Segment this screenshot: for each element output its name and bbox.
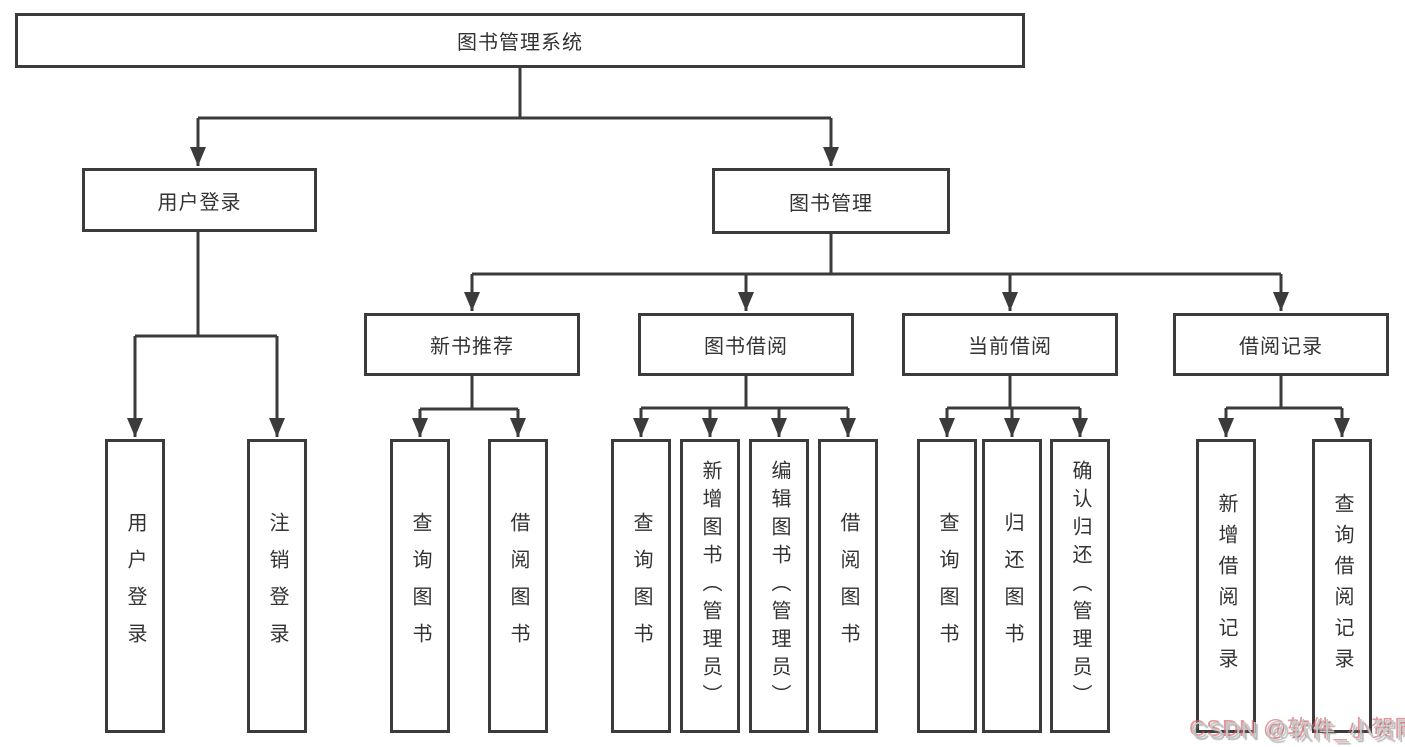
connector-user-login-children	[127, 231, 285, 437]
leaf-label: 用户登录	[124, 512, 146, 660]
leaf-add-books-admin: 新增图书（管理员）	[680, 439, 740, 733]
connector-book-management-children	[464, 233, 1289, 311]
connector-root-to-level2	[190, 67, 839, 166]
connector-book-borrow-children	[633, 376, 856, 437]
leaf-label: 新增借阅记录	[1215, 493, 1237, 679]
leaf-query-books-borrow: 查询图书	[611, 439, 671, 733]
node-label: 图书管理	[789, 192, 873, 215]
leaf-label: 注销登录	[266, 512, 288, 660]
node-current-borrowing: 当前借阅	[902, 313, 1118, 376]
leaf-label: 查询图书	[936, 512, 958, 660]
leaf-label: 编辑图书（管理员）	[768, 460, 790, 712]
connector-new-book-children	[412, 376, 526, 437]
leaf-return-books: 归还图书	[982, 439, 1042, 733]
node-label: 图书管理系统	[457, 32, 583, 54]
node-new-book-recommendation: 新书推荐	[364, 313, 580, 376]
leaf-add-borrow-record: 新增借阅记录	[1196, 439, 1256, 733]
node-book-management: 图书管理	[712, 168, 950, 234]
node-user-login: 用户登录	[82, 168, 317, 232]
connector-borrow-records-children	[1218, 376, 1350, 437]
leaf-label: 归还图书	[1001, 512, 1023, 660]
leaf-label: 借阅图书	[837, 512, 859, 660]
node-label: 图书借阅	[704, 336, 788, 358]
leaf-label: 借阅图书	[507, 512, 529, 660]
node-label: 当前借阅	[968, 336, 1052, 358]
leaf-borrow-books: 借阅图书	[818, 439, 878, 733]
node-label: 用户登录	[157, 191, 242, 214]
node-borrowing-records: 借阅记录	[1173, 313, 1389, 376]
node-book-borrowing: 图书借阅	[638, 313, 854, 376]
leaf-label: 新增图书（管理员）	[699, 460, 721, 712]
node-label: 借阅记录	[1239, 336, 1323, 358]
leaf-edit-books-admin: 编辑图书（管理员）	[749, 439, 809, 733]
leaf-label: 确认归还（管理员）	[1069, 460, 1091, 712]
connector-current-borrow-children	[939, 376, 1088, 437]
leaf-confirm-return-admin: 确认归还（管理员）	[1050, 439, 1110, 733]
leaf-logout: 注销登录	[247, 439, 307, 733]
leaf-label: 查询图书	[409, 512, 431, 660]
leaf-label: 查询图书	[630, 512, 652, 660]
leaf-user-login: 用户登录	[105, 439, 165, 733]
leaf-label: 查询借阅记录	[1331, 493, 1353, 679]
leaf-query-books-current: 查询图书	[917, 439, 977, 733]
leaf-query-books-recommend: 查询图书	[390, 439, 450, 733]
leaf-query-borrow-record: 查询借阅记录	[1312, 439, 1372, 733]
node-library-management-system: 图书管理系统	[15, 13, 1025, 68]
leaf-borrow-books-recommend: 借阅图书	[488, 439, 548, 733]
node-label: 新书推荐	[430, 336, 514, 358]
csdn-watermark: CSDN @软件_小贺同学	[1191, 717, 1405, 743]
